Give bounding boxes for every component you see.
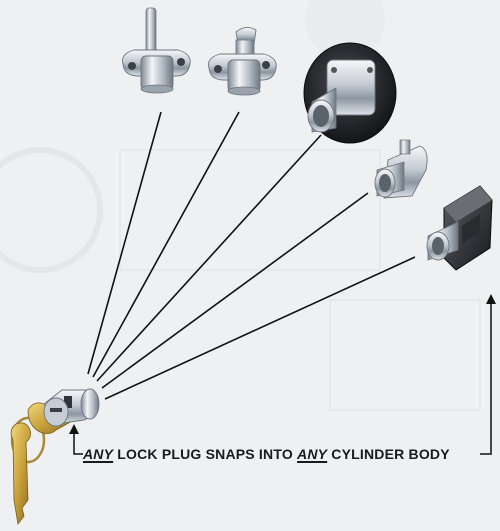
cylinder-body-with-tall-pin <box>122 7 191 94</box>
key-icon <box>10 422 31 525</box>
caption-emphasis-any: ANY <box>297 446 328 462</box>
right-bracket-arrow <box>480 302 492 455</box>
left-bracket-arrow <box>73 432 83 455</box>
round-black-flange-cylinder-body <box>303 42 397 144</box>
small-cylinder-body-with-side-pin <box>374 139 428 199</box>
cylinder-body-with-cam <box>208 27 277 96</box>
caption-part-lock-plug: LOCK PLUG SNAPS INTO <box>117 446 293 462</box>
caption-emphasis-any: ANY <box>83 446 114 462</box>
square-black-housing-cylinder-body <box>426 185 493 271</box>
key-ring-icon <box>10 416 46 464</box>
connector-lines <box>87 111 416 400</box>
connector-line-3 <box>96 134 322 382</box>
connector-line-5 <box>104 256 416 400</box>
connector-line-4 <box>101 192 369 389</box>
connector-line-2 <box>92 111 240 378</box>
background-watermark <box>119 149 481 411</box>
caption-part-cylinder-body: CYLINDER BODY <box>331 446 450 462</box>
caption-text: ANY LOCK PLUG SNAPS INTO ANY CYLINDER BO… <box>83 441 483 467</box>
left-arrow-head-icon <box>69 424 79 434</box>
right-arrow-head-icon <box>486 294 496 304</box>
lock-plug-with-keys <box>10 388 100 525</box>
connector-line-1 <box>87 111 162 375</box>
